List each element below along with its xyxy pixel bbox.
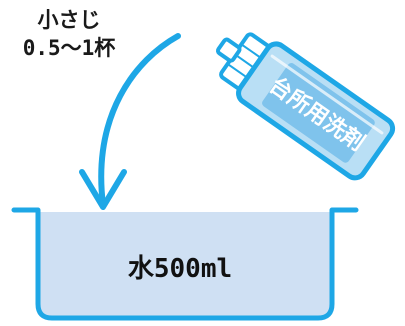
amount-line-1: 小さじ xyxy=(37,8,101,32)
amount-instruction: 小さじ 0.5〜1杯 xyxy=(4,6,134,62)
basin-label: 水500ml xyxy=(127,254,233,284)
curved-pour-arrow-icon xyxy=(79,33,181,210)
water-basin-icon xyxy=(11,207,359,321)
detergent-bottle-icon: 台所用洗剤 xyxy=(215,32,396,181)
amount-line-2: 0.5〜1杯 xyxy=(22,36,116,60)
